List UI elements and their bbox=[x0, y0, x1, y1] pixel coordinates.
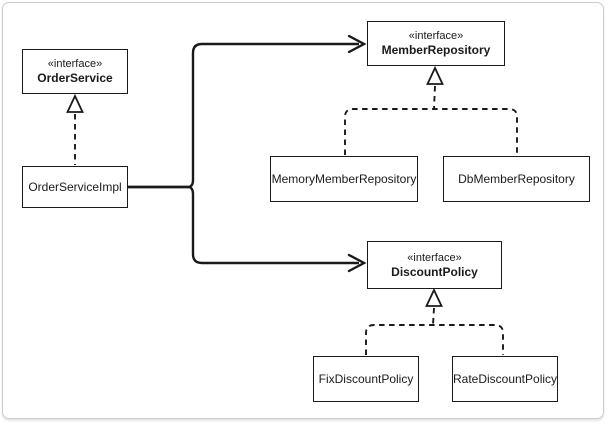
class-box-dbmemberrepository: DbMemberRepository bbox=[443, 156, 590, 202]
edge-branch-discountpolicy-impls bbox=[365, 324, 504, 355]
class-name-memorymemberrepository: MemoryMemberRepository bbox=[271, 171, 417, 186]
class-box-memberrepository: «interface» MemberRepository bbox=[367, 21, 505, 66]
class-name-dbmemberrepository: DbMemberRepository bbox=[458, 171, 575, 186]
open-arrowhead-memberrepository-icon bbox=[347, 34, 367, 54]
class-name-discountpolicy: DiscountPolicy bbox=[391, 264, 478, 279]
class-name-ratediscountpolicy: RateDiscountPolicy bbox=[452, 371, 558, 386]
edge-orderserviceimpl-discountpolicy bbox=[128, 185, 359, 265]
class-box-memorymemberrepository: MemoryMemberRepository bbox=[270, 156, 418, 202]
edge-stem-discountpolicy bbox=[432, 307, 435, 326]
class-box-orderservice: «interface» OrderService bbox=[22, 49, 128, 94]
class-name-orderservice: OrderService bbox=[37, 71, 113, 85]
stereotype-label: «interface» bbox=[408, 30, 464, 42]
edge-stem-memberrepository bbox=[433, 85, 436, 110]
class-box-fixdiscountpolicy: FixDiscountPolicy bbox=[313, 356, 419, 402]
class-box-orderserviceimpl: OrderServiceImpl bbox=[22, 166, 128, 208]
realization-triangle-memberrepository-icon bbox=[426, 65, 444, 85]
edge-orderserviceimpl-memberrepository bbox=[128, 42, 359, 189]
realization-triangle-orderservice-icon bbox=[66, 93, 84, 113]
open-arrowhead-discountpolicy-icon bbox=[347, 253, 367, 273]
class-box-discountpolicy: «interface» DiscountPolicy bbox=[367, 241, 502, 289]
class-name-fixdiscountpolicy: FixDiscountPolicy bbox=[318, 371, 414, 386]
stereotype-label: «interface» bbox=[47, 58, 103, 70]
class-name-orderserviceimpl: OrderServiceImpl bbox=[28, 179, 122, 194]
realization-triangle-discountpolicy-icon bbox=[425, 287, 443, 307]
stereotype-label: «interface» bbox=[407, 251, 462, 264]
edge-branch-memberrepository-impls bbox=[344, 108, 518, 155]
class-name-memberrepository: MemberRepository bbox=[381, 43, 491, 57]
class-box-ratediscountpolicy: RateDiscountPolicy bbox=[452, 356, 558, 402]
